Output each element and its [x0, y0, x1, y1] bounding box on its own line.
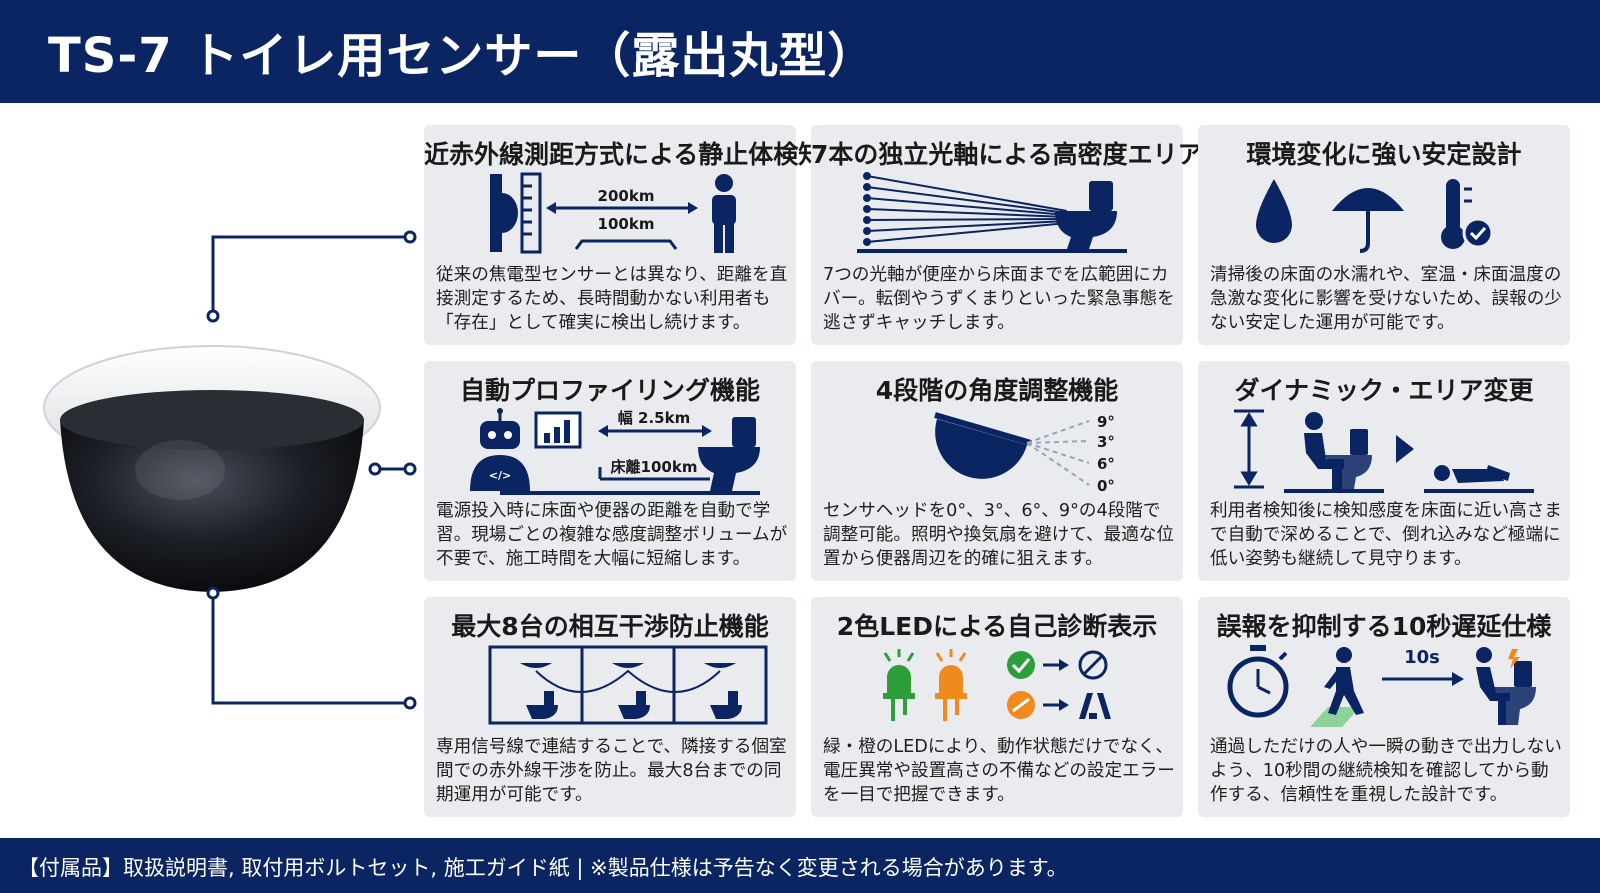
toilet-icon: [1055, 181, 1117, 249]
feature-card-static-detection: 近赤外線測距方式による静止体検知 200km 100km 従来の焦電型センサーと…: [424, 125, 824, 345]
sensor-icon: [490, 174, 518, 252]
static-detection-illustration: 200km 100km: [490, 172, 736, 254]
play-arrow-icon: [1396, 435, 1414, 463]
card-title: ダイナミック・エリア変更: [1234, 376, 1534, 405]
feature-card-led-diagnostics: 2色LEDによる自己診断表示: [811, 597, 1183, 817]
feature-card-interference-prevention: 最大8台の相互干渉防止機能 専用信号線で連結することで、隣接する個室間での赤外線…: [424, 597, 796, 817]
card-title: 環境変化に強い安定設計: [1246, 140, 1522, 169]
card-description: 利用者検知後に検知感度を床面に近い高さまで自動で深めることで、倒れ込みなど極端に…: [1210, 501, 1562, 569]
error-icon: [1079, 693, 1111, 719]
auto-profiling-illustration: </> 幅 2.5km 床離100km: [470, 408, 760, 495]
header-bar: TS-7 トイレ用センサー（露出丸型）: [0, 0, 1600, 103]
page-title: TS-7 トイレ用センサー（露出丸型）: [48, 28, 877, 84]
thermometer-check-icon: [1441, 179, 1494, 249]
dynamic-area-illustration: [1234, 409, 1534, 493]
feature-card-stable-design: 環境変化に強い安定設計 清掃後の床面の水濡れや、室温・床面温度の急激な変化に影響…: [1198, 125, 1570, 345]
led-diagnostics-illustration: [883, 649, 1111, 721]
robot-icon: </>: [470, 408, 530, 491]
ruler-icon: [520, 172, 542, 254]
card-description: 従来の焦電型センサーとは異なり、距離を直接測定するため、長時間動かない利用者も「…: [436, 265, 788, 333]
card-title: 自動プロファイリング機能: [459, 376, 760, 405]
walking-person-icon: [1310, 647, 1364, 727]
feature-card-dynamic-area: ダイナミック・エリア変更 利用者検知後に検知感度を床面に近い高さまで自動で深める…: [1198, 361, 1570, 581]
card-description: センサヘッドを0°、3°、6°、9°の4段階で調整可能。照明や換気扇を避けて、最…: [823, 501, 1174, 569]
toilet-icon: [698, 417, 760, 491]
card-title: 誤報を抑制する10秒遅延仕様: [1216, 612, 1552, 641]
feature-card-optical-axes: 7本の独立光軸による高密度エリア 7つの光軸が便座から床面までを広範囲にカバー。…: [811, 125, 1203, 345]
svg-text:</>: </>: [489, 469, 511, 482]
card-title: 2色LEDによる自己診断表示: [836, 612, 1158, 641]
feature-card-auto-profiling: 自動プロファイリング機能 </> 幅 2.5km 床離100km 電: [424, 361, 796, 581]
card-description: 電源投入時に床面や便器の距離を自動で学習。現場ごとの複雑な感度調整ボリュームが不…: [436, 501, 788, 569]
card-description: 専用信号線で連結することで、隣接する個室間での赤外線干渉を防止。最大8台までの同…: [436, 737, 787, 805]
sensor-head-icon: [934, 412, 1032, 479]
feature-card-delay-spec: 誤報を抑制する10秒遅延仕様 10s 通過しただけの人や一瞬の動きで出力しないよ…: [1198, 597, 1570, 817]
footer-note: 【付属品】取扱説明書, 取付用ボルトセット, 施工ガイド紙 | ※製品仕様は予告…: [18, 856, 1068, 880]
umbrella-icon: [1332, 188, 1404, 253]
card-description: 7つの光軸が便座から床面までを広範囲にカバー。転倒やうずくまりといった緊急事態を…: [823, 265, 1175, 333]
prohibit-icon: [1078, 650, 1108, 680]
card-title: 7本の独立光軸による高密度エリア: [811, 140, 1203, 169]
distance-label-2: 100km: [598, 215, 655, 233]
green-led-icon: [883, 649, 915, 721]
stable-design-illustration: [1256, 179, 1494, 253]
fallen-person-icon: [1434, 465, 1510, 483]
card-description: 緑・橙のLEDにより、動作状態だけでなく、電圧異常や設置高さの不備などの設定エラ…: [823, 737, 1175, 805]
card-title: 4段階の角度調整機能: [875, 376, 1119, 405]
height-arrow-icon: [1234, 409, 1264, 489]
optical-axes-illustration: [857, 172, 1127, 253]
feature-card-angle-adjust: 4段階の角度調整機能 9° 3° 6° 0° センサヘッドを0°、3°、6°、9…: [811, 361, 1183, 581]
angle-label-6: 6°: [1097, 455, 1115, 473]
seated-person-icon: [1304, 412, 1372, 489]
delay-spec-illustration: 10s: [1227, 645, 1536, 727]
stopwatch-icon: [1227, 645, 1289, 718]
angle-adjust-illustration: 9° 3° 6° 0°: [934, 412, 1115, 495]
light-beams-icon: [863, 172, 1068, 246]
person-icon: [712, 174, 736, 253]
angle-label-3: 3°: [1097, 433, 1115, 451]
chart-icon: [534, 411, 582, 449]
orange-led-icon: [935, 649, 967, 721]
width-label: 幅 2.5km: [618, 409, 690, 427]
water-drop-icon: [1256, 179, 1292, 243]
card-title: 近赤外線測距方式による静止体検知: [424, 140, 824, 169]
interference-prevention-illustration: [488, 645, 768, 725]
toilet-user-icon: [1476, 647, 1536, 725]
dome-camera-image: [43, 345, 381, 592]
check-icon: [1007, 651, 1035, 679]
footer-bar: 【付属品】取扱説明書, 取付用ボルトセット, 施工ガイド紙 | ※製品仕様は予告…: [0, 838, 1600, 893]
no-icon: [1007, 691, 1035, 719]
floor-distance-label: 床離100km: [611, 458, 698, 476]
card-title: 最大8台の相互干渉防止機能: [451, 612, 769, 641]
card-description: 通過しただけの人や一瞬の動きで出力しないよう、10秒間の継続検知を確認してから動…: [1210, 737, 1562, 805]
angle-label-0: 0°: [1097, 477, 1115, 495]
card-description: 清掃後の床面の水濡れや、室温・床面温度の急激な変化に影響を受けないため、誤報の少…: [1210, 265, 1562, 333]
distance-label-1: 200km: [598, 187, 655, 205]
delay-label: 10s: [1404, 647, 1440, 668]
stall-sync-icon: [488, 645, 768, 725]
angle-label-9: 9°: [1097, 413, 1115, 431]
